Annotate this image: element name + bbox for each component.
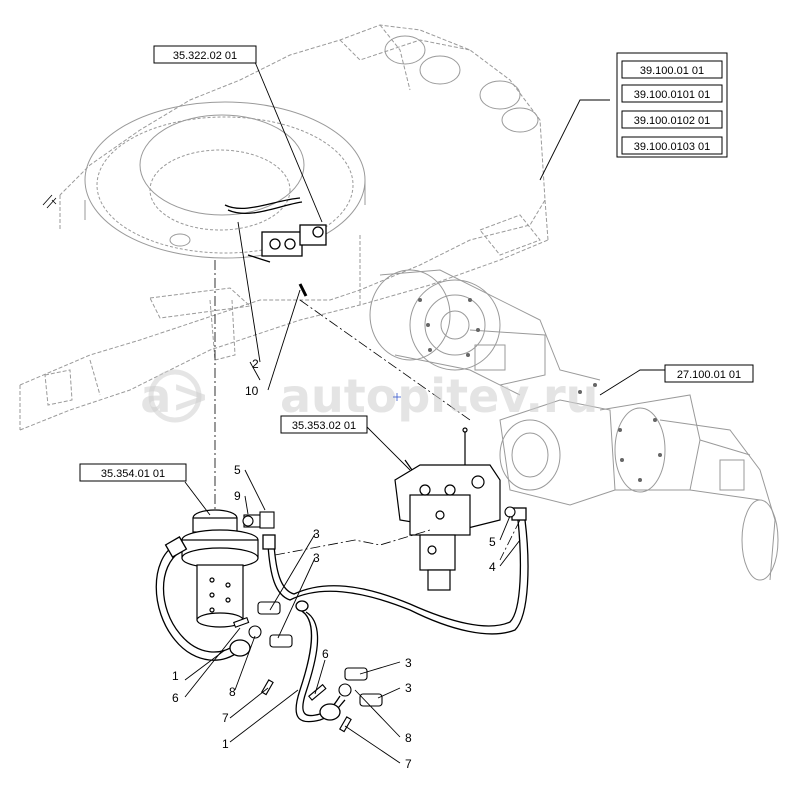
callout-5a: 5 [234,463,241,477]
rotary-joint [181,509,259,628]
assembly-centerlines [214,260,521,561]
callout-7b: 7 [405,757,412,771]
reference-box-turntable-kit: 35.322.02 01 [153,45,257,64]
rear-axle-assembly [369,269,779,581]
callout-1b: 1 [222,737,229,751]
reference-axle-1: 39.100.01 01 [640,65,704,77]
watermark-text: autopitev.ru [280,369,598,423]
hardware-parts [233,506,516,733]
callout-2: 2 [252,357,259,371]
reference-axle-3: 39.100.0102 01 [634,115,710,127]
center-marker [393,393,401,401]
callout-10: 10 [245,384,259,398]
callout-8b: 8 [405,731,412,745]
callout-3c: 3 [405,656,412,670]
turntable-hose-kit [224,197,327,297]
reference-rotary-joint: 35.354.01 01 [101,468,165,480]
callout-6b: 6 [322,647,329,661]
reference-box-rear-axle: 27.100.01 01 [664,364,754,383]
reference-box-valve-block: 35.353.02 01 [280,415,368,434]
reference-rear-axle: 27.100.01 01 [677,369,741,381]
turntable-bearing-ring [84,101,366,259]
callout-1a: 1 [172,669,179,683]
callout-9: 9 [234,489,241,503]
chassis-frame-outline [19,24,549,431]
reference-box-axle-group: 39.100.01 01 39.100.0101 01 39.100.0102 … [616,52,728,158]
valve-block [394,427,501,591]
callout-5b: 5 [489,535,496,549]
callout-3d: 3 [405,681,412,695]
reference-axle-4: 39.100.0103 01 [634,141,710,153]
leader-lines [184,61,665,764]
reference-turntable-kit: 35.322.02 01 [173,50,237,62]
frame-mark [42,194,57,209]
cylinder-pair-top [384,35,539,133]
watermark-logo: a> [140,369,210,423]
callout-3a: 3 [313,527,320,541]
reference-box-rotary-joint: 35.354.01 01 [79,463,187,482]
callout-7a: 7 [222,711,229,725]
callout-8a: 8 [229,685,236,699]
reference-axle-2: 39.100.0101 01 [634,89,710,101]
callout-3b: 3 [313,551,320,565]
reference-valve-block: 35.353.02 01 [292,420,356,432]
callout-6a: 6 [172,691,179,705]
item-callouts: 2 10 5 9 3 3 5 4 1 6 8 7 1 6 3 3 8 7 [172,357,496,771]
callout-4: 4 [489,560,496,574]
watermark: a> autopitev.ru [140,369,598,423]
axle-bolt-heads [418,298,662,482]
